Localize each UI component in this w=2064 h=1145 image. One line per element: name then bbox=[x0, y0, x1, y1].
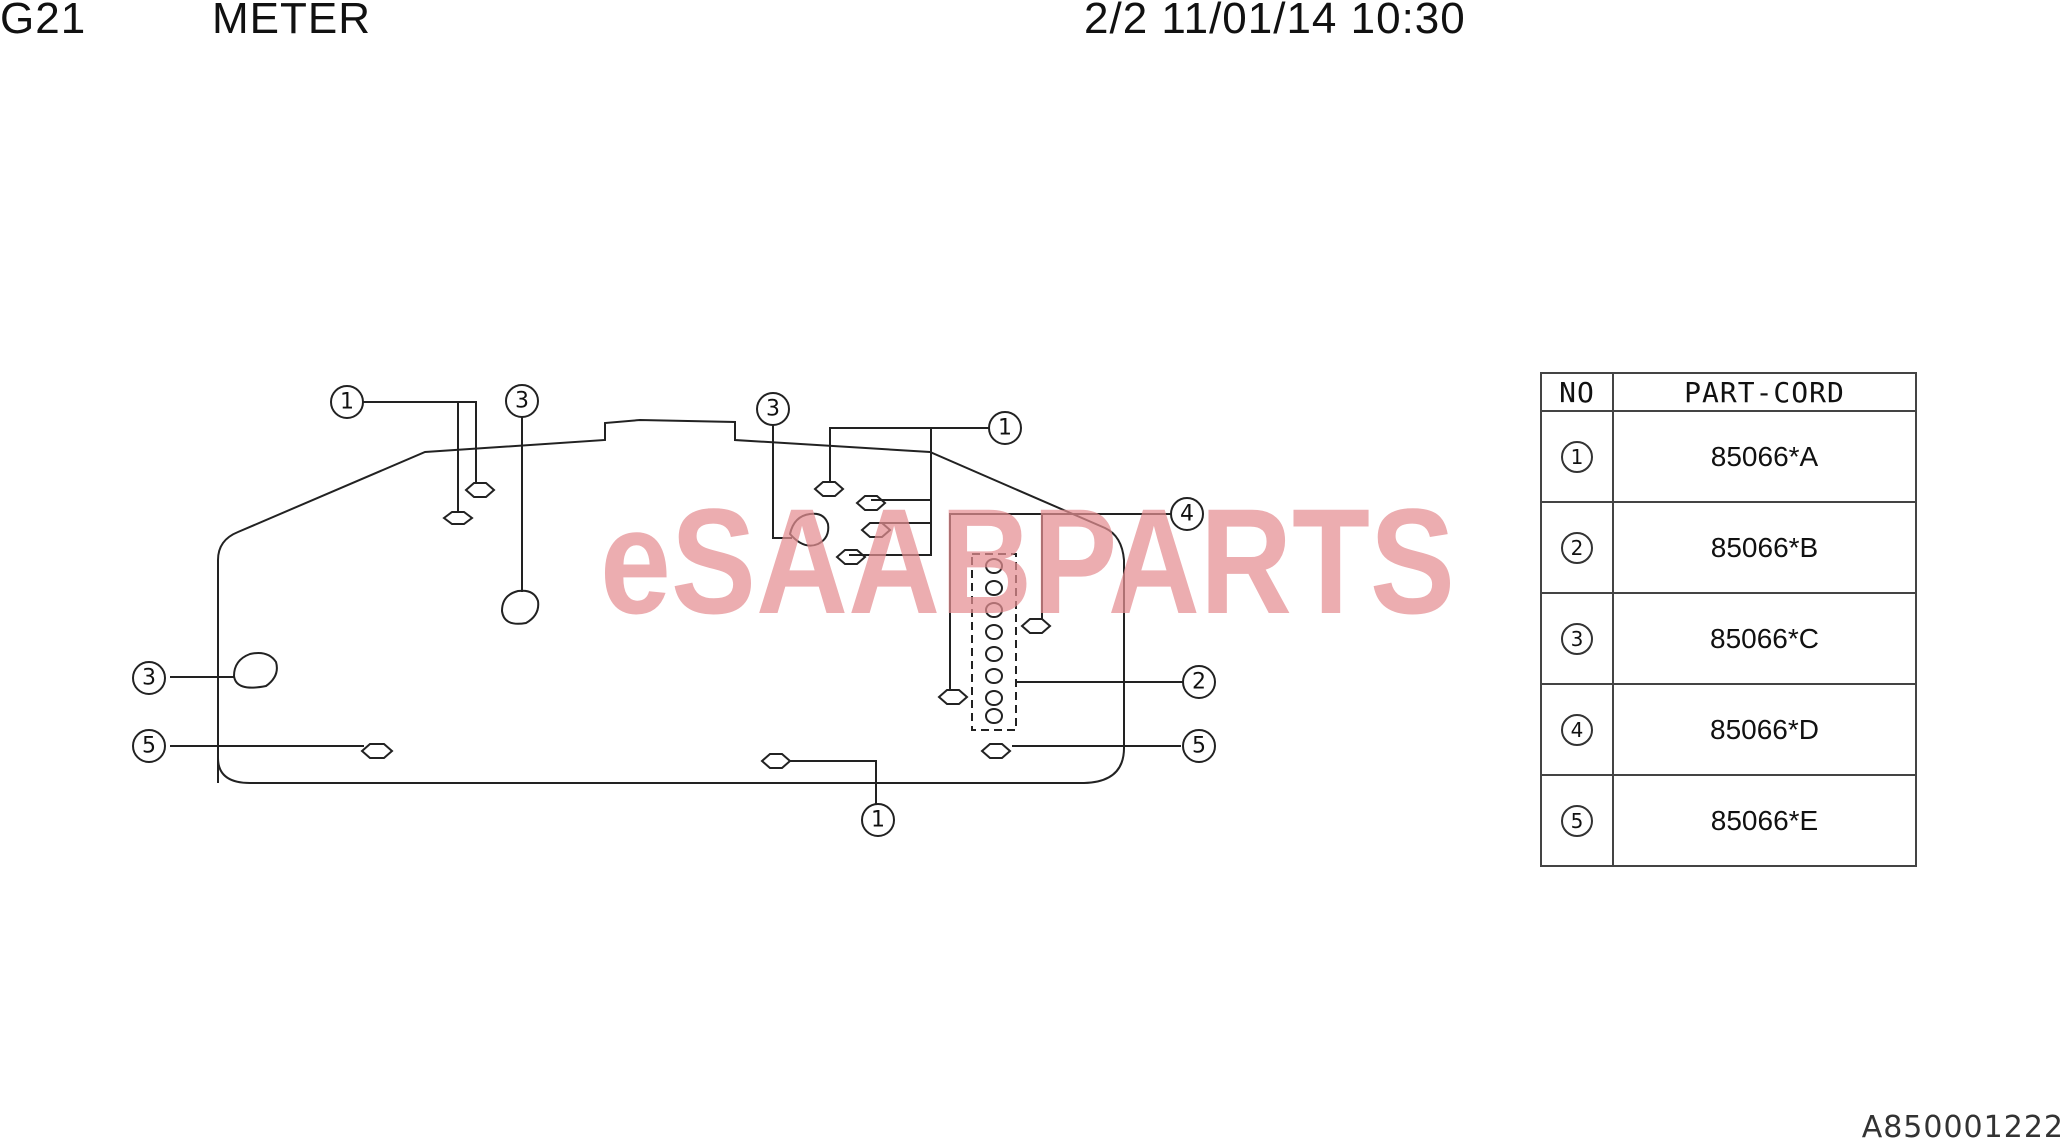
callout-2-label: 2 bbox=[1192, 670, 1206, 695]
row-number-cell: 1 bbox=[1540, 410, 1614, 503]
table-row: 1 85066*A bbox=[1540, 410, 1917, 503]
callout-3-top-center-label: 3 bbox=[766, 397, 780, 422]
parts-table-header: NO PART-CORD bbox=[1540, 372, 1917, 412]
row-number-badge: 1 bbox=[1561, 441, 1593, 474]
callout-1-bottom-label: 1 bbox=[871, 808, 885, 833]
page-stamp: 2/2 11/01/14 10:30 bbox=[1084, 0, 1466, 43]
part-code-cell: 85066*E bbox=[1612, 774, 1917, 867]
column-header-no: NO bbox=[1540, 372, 1614, 412]
diagram-title: METER bbox=[212, 0, 371, 43]
watermark-prefix: e bbox=[600, 477, 671, 645]
column-header-part-cord: PART-CORD bbox=[1612, 372, 1917, 412]
callout-5-right bbox=[1182, 729, 1216, 763]
table-row: 4 85066*D bbox=[1540, 683, 1917, 776]
table-row: 2 85066*B bbox=[1540, 501, 1917, 594]
callout-1-top-right bbox=[988, 411, 1022, 445]
callout-4-label: 4 bbox=[1180, 502, 1194, 527]
bulb-sockets bbox=[232, 481, 1052, 769]
callout-1-top-right-label: 1 bbox=[998, 416, 1012, 441]
row-number-cell: 4 bbox=[1540, 683, 1614, 776]
parts-table: NO PART-CORD 1 85066*A 2 85066*B 3 85066… bbox=[1540, 372, 1917, 867]
callout-5-right-label: 5 bbox=[1192, 734, 1206, 759]
row-number-badge: 4 bbox=[1561, 714, 1593, 747]
table-row: 3 85066*C bbox=[1540, 592, 1917, 685]
part-code-cell: 85066*C bbox=[1612, 592, 1917, 685]
callout-1-top-left bbox=[330, 385, 364, 419]
callout-3-top-left bbox=[505, 384, 539, 418]
part-code-cell: 85066*A bbox=[1612, 410, 1917, 503]
diagram-code: G21 bbox=[0, 0, 87, 43]
part-code-cell: 85066*D bbox=[1612, 683, 1917, 776]
callout-3-left bbox=[132, 661, 166, 695]
socket-strip bbox=[971, 553, 1017, 731]
meter-housing-outline bbox=[217, 418, 1125, 784]
callout-3-top-center bbox=[756, 392, 790, 426]
esaabparts-watermark: eSAABPARTS bbox=[600, 477, 1455, 645]
callout-3-left-label: 3 bbox=[142, 666, 156, 691]
watermark-brand: SAAB bbox=[671, 477, 1032, 645]
strip-sockets bbox=[985, 558, 1003, 724]
row-number-cell: 2 bbox=[1540, 501, 1614, 594]
callout-2 bbox=[1182, 665, 1216, 699]
part-code-cell: 85066*B bbox=[1612, 501, 1917, 594]
table-row: 5 85066*E bbox=[1540, 774, 1917, 867]
watermark-suffix: PARTS bbox=[1032, 477, 1455, 645]
leader-lines bbox=[170, 401, 1183, 806]
row-number-badge: 2 bbox=[1561, 532, 1593, 565]
callout-5-left bbox=[132, 729, 166, 763]
callout-5-left-label: 5 bbox=[142, 734, 156, 759]
row-number-cell: 5 bbox=[1540, 774, 1614, 867]
callout-3-top-left-label: 3 bbox=[515, 389, 529, 414]
row-number-badge: 3 bbox=[1561, 623, 1593, 656]
callout-1-top-left-label: 1 bbox=[340, 390, 354, 415]
drawing-id: A850001222 bbox=[1861, 1110, 2064, 1145]
callout-1-bottom bbox=[861, 803, 895, 837]
row-number-cell: 3 bbox=[1540, 592, 1614, 685]
callout-4 bbox=[1170, 497, 1204, 531]
row-number-badge: 5 bbox=[1561, 805, 1593, 838]
